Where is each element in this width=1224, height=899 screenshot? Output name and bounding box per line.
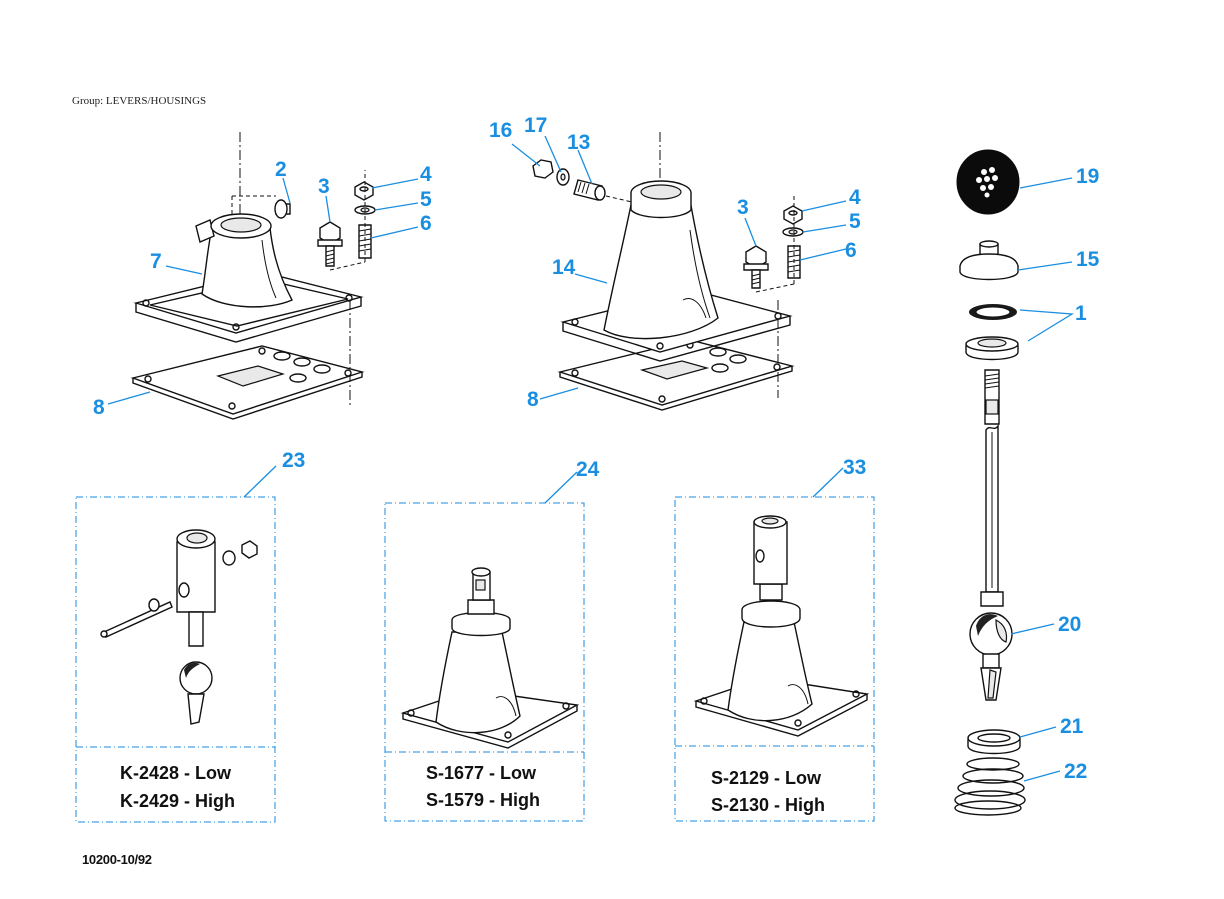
plunger-set-middle <box>532 159 633 203</box>
callout-5-middle: 5 <box>849 210 861 233</box>
housing-assembly-left <box>130 132 376 420</box>
callout-8-middle: 8 <box>527 388 539 411</box>
kit-24-high: S-1579 - High <box>426 790 540 810</box>
drawing-code: 10200-10/92 <box>82 852 152 867</box>
group-label: Group: LEVERS/HOUSINGS <box>72 95 207 107</box>
fasteners-middle <box>755 196 804 293</box>
callout-13: 13 <box>567 131 590 154</box>
callout-16: 16 <box>489 119 512 142</box>
callout-21: 21 <box>1060 715 1084 738</box>
lever-stack-right <box>954 149 1026 816</box>
callout-23: 23 <box>282 449 305 472</box>
callout-4-left: 4 <box>420 163 432 186</box>
callout-3-left: 3 <box>318 175 330 198</box>
kit-24-low: S-1677 - Low <box>426 763 537 783</box>
housing-middle <box>560 180 793 362</box>
bolt-middle <box>743 245 769 289</box>
fasteners-left <box>329 170 376 271</box>
callout-labels: 2 3 4 5 6 7 8 16 17 13 3 4 5 6 14 8 19 1… <box>93 114 1100 783</box>
kit-box-24 <box>384 502 585 822</box>
callout-8-left: 8 <box>93 396 105 419</box>
leader-lines <box>107 135 1075 782</box>
callout-22: 22 <box>1064 760 1087 783</box>
callout-3-middle: 3 <box>737 196 749 219</box>
kit-23-high: K-2429 - High <box>120 791 235 811</box>
bolt-left <box>317 221 343 267</box>
callout-33: 33 <box>843 456 866 479</box>
seal-ring <box>965 304 1019 361</box>
housing-assembly-middle <box>532 132 804 411</box>
kit-labels: K-2428 - Low K-2429 - High S-1677 - Low … <box>120 763 825 815</box>
boot <box>959 240 1019 281</box>
callout-6-left: 6 <box>420 212 432 235</box>
callout-15: 15 <box>1076 248 1100 271</box>
callout-2: 2 <box>275 158 287 181</box>
callout-6-middle: 6 <box>845 239 857 262</box>
callout-14: 14 <box>552 256 576 279</box>
callout-17: 17 <box>524 114 547 137</box>
kit-23-low: K-2428 - Low <box>120 763 232 783</box>
callout-7: 7 <box>150 250 162 273</box>
lever <box>969 369 1013 701</box>
spring <box>954 757 1026 816</box>
callout-1: 1 <box>1075 302 1087 325</box>
callout-4-middle: 4 <box>849 186 861 209</box>
spring-seat <box>967 729 1021 755</box>
callout-20: 20 <box>1058 613 1081 636</box>
kit-box-23 <box>75 496 276 823</box>
knob <box>956 149 1020 215</box>
kit-33-low: S-2129 - Low <box>711 768 822 788</box>
pin-left <box>231 195 291 219</box>
callout-5-left: 5 <box>420 188 432 211</box>
callout-24: 24 <box>576 458 600 481</box>
kit-box-33 <box>674 496 875 822</box>
housing-left <box>133 213 364 343</box>
gasket-middle <box>557 339 795 411</box>
gasket-left <box>130 345 365 420</box>
kit-33-high: S-2130 - High <box>711 795 825 815</box>
callout-19: 19 <box>1076 165 1099 188</box>
